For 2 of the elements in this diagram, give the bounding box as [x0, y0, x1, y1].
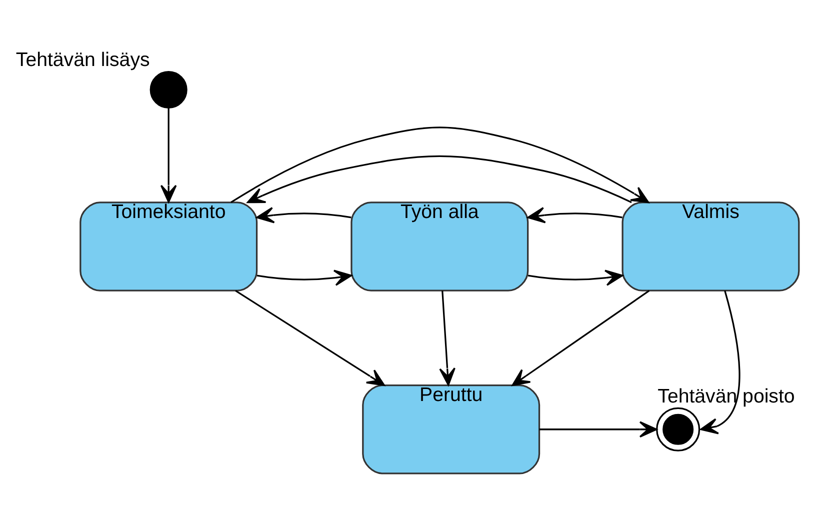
node-label: Tehtävän lisäys	[16, 48, 150, 71]
node-label: Tehtävän poisto	[658, 385, 795, 408]
